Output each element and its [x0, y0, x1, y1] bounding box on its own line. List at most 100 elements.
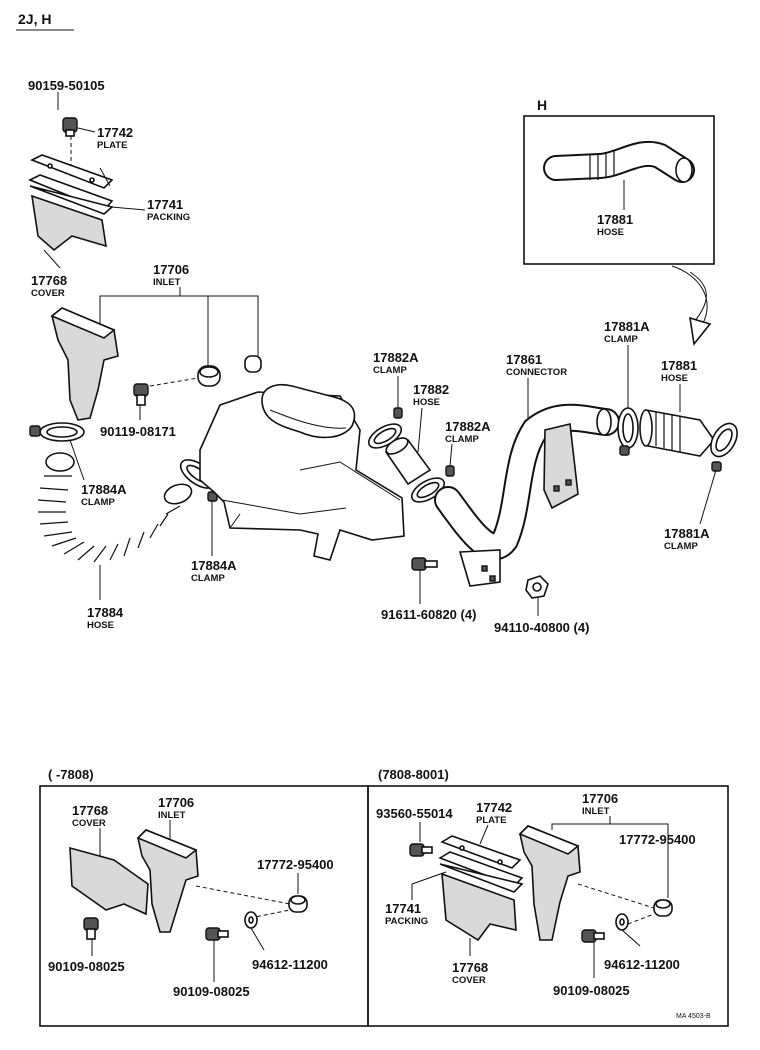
part-number-17861: 17861 [506, 352, 542, 367]
br-washer-part [615, 913, 629, 931]
leader [69, 439, 85, 481]
inset-h-box [523, 115, 715, 265]
part-number-17742: 17742 [97, 125, 133, 140]
connector-17861-part [434, 403, 620, 587]
bl-bolt-a-part [83, 917, 99, 940]
callout-arrow-head [689, 316, 712, 346]
part-number-17881a-lower: 17881A [664, 526, 710, 541]
part-name-plate: PLATE [97, 140, 127, 151]
leader [250, 927, 265, 951]
inset-h-label: H [537, 97, 547, 113]
hose-17884-part [37, 452, 193, 572]
bl-part-number-17772-95400: 17772-95400 [257, 857, 334, 872]
grommet-small-part [244, 355, 262, 373]
br-dashed-guide-1 [577, 883, 655, 909]
bolt-91611-part [411, 557, 438, 571]
br-part-number-17742: 17742 [476, 800, 512, 815]
bl-dashed-guide-1 [195, 885, 291, 905]
part-name-inlet: INLET [153, 277, 181, 288]
leader [621, 929, 641, 947]
air-cleaner-housing [199, 384, 405, 561]
part-name-clamp-17881a-lower: CLAMP [664, 541, 698, 552]
part-name-clamp-right: CLAMP [191, 573, 225, 584]
bl-part-number-17706: 17706 [158, 795, 194, 810]
leader [417, 407, 423, 453]
part-number-94110-40800: 94110-40800 (4) [494, 620, 589, 635]
part-number-17741: 17741 [147, 197, 183, 212]
br-part-name-cover: COVER [452, 975, 486, 986]
range-label-right: (7808-8001) [378, 767, 449, 782]
br-part-number-93560-55014: 93560-55014 [376, 806, 453, 821]
inlet-17706-part [50, 307, 119, 421]
br-part-number-17772-95400: 17772-95400 [619, 832, 696, 847]
inset-part-name-hose: HOSE [597, 227, 624, 238]
br-part-number-94612-11200: 94612-11200 [604, 957, 680, 972]
leader [411, 871, 447, 885]
diagram-reference: MA 4503-B [676, 1013, 711, 1020]
clamp-17884a-left-part [29, 422, 85, 442]
br-bolt-93560-part [409, 843, 433, 857]
plate-17742-part [30, 154, 114, 189]
leader [699, 469, 717, 525]
grommet-part [197, 365, 221, 387]
hose-17881-part [639, 409, 716, 457]
br-grommet-part [653, 899, 673, 917]
bottom-right-box [367, 785, 729, 1027]
model-label: 2J, H [18, 11, 51, 27]
part-number-17884a-right: 17884A [191, 558, 237, 573]
leader-bracket [99, 295, 259, 356]
inset-part-number-17881: 17881 [597, 212, 633, 227]
br-cover-part [441, 872, 517, 942]
part-number-17884a-left: 17884A [81, 482, 127, 497]
leader [111, 206, 146, 211]
leader [77, 127, 96, 133]
part-name-clamp-lower: CLAMP [445, 434, 479, 445]
part-number-17882: 17882 [413, 382, 449, 397]
br-packing-part [438, 851, 524, 893]
part-name-clamp-left: CLAMP [81, 497, 115, 508]
part-number-17881: 17881 [661, 358, 697, 373]
part-name-hose-17882: HOSE [413, 397, 440, 408]
bl-cover-part [69, 846, 149, 916]
br-part-number-17706: 17706 [582, 791, 618, 806]
clamp-17881a-upper-part [617, 407, 639, 456]
part-number-90119-08171: 90119-08171 [100, 424, 176, 439]
br-bolt-part [581, 929, 605, 943]
part-name-cover: COVER [31, 288, 65, 299]
br-part-name-inlet: INLET [582, 806, 610, 817]
cover-17768-part [31, 194, 107, 252]
br-part-number-17741: 17741 [385, 901, 421, 916]
part-number-17884: 17884 [87, 605, 124, 620]
part-name-hose: HOSE [87, 620, 114, 631]
part-number-17768: 17768 [31, 273, 67, 288]
inset-hose-17881-part [543, 140, 695, 183]
bolt-90159-part [62, 117, 78, 137]
clamp-17881a-lower-part [710, 422, 738, 472]
leader [449, 443, 453, 467]
callout-arrow [671, 265, 708, 326]
callout-arrow-2 [689, 271, 707, 323]
hose-17882-part [384, 437, 432, 486]
br-part-number-90109-08025: 90109-08025 [553, 983, 630, 998]
part-name-hose-17881: HOSE [661, 373, 688, 384]
part-number-17882a-upper: 17882A [373, 350, 419, 365]
part-name-clamp-17881a-upper: CLAMP [604, 334, 638, 345]
part-number-17882a-lower: 17882A [445, 419, 491, 434]
inlet-dashed-guide [149, 377, 199, 387]
bl-grommet-part [288, 895, 308, 913]
bl-part-number-94612-11200: 94612-11200 [252, 957, 328, 972]
leader [99, 167, 111, 187]
packing-17741-part [28, 174, 114, 215]
bolt-90119-part [133, 383, 149, 406]
bl-part-number-90109-08025-a: 90109-08025 [48, 959, 125, 974]
br-inlet-part [518, 825, 581, 941]
part-number-91611-60820: 91611-60820 (4) [381, 607, 476, 622]
br-dashed-guide-2 [627, 913, 655, 925]
part-number-90159-50105: 90159-50105 [28, 78, 105, 93]
part-name-connector: CONNECTOR [506, 367, 567, 378]
leader [479, 824, 489, 845]
part-number-17706: 17706 [153, 262, 189, 277]
leader [43, 249, 61, 269]
bl-part-name-inlet: INLET [158, 810, 186, 821]
